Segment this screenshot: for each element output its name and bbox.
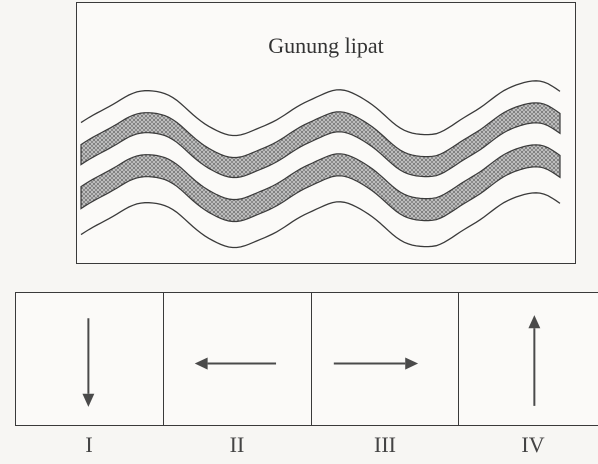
- right-arrow-icon: [333, 357, 418, 370]
- bottom-outer-boundary: [80, 192, 561, 249]
- left-arrow-icon: [194, 357, 276, 370]
- option-label-iv: IV: [521, 432, 545, 457]
- down-arrow-icon: [82, 318, 95, 407]
- fold-layers-drawing: [80, 80, 561, 249]
- option-cell-i[interactable]: [16, 293, 164, 425]
- option-label-i: I: [85, 432, 93, 457]
- upper-stippled-rock-layer: [80, 102, 561, 179]
- option-label-iii: III: [374, 432, 396, 457]
- option-labels-row: I II III IV: [15, 426, 598, 464]
- top-outer-boundary: [80, 80, 561, 137]
- diagram-title: Gunung lipat: [268, 33, 384, 58]
- arrow-options-table: [15, 292, 598, 426]
- up-arrow-icon: [528, 315, 541, 406]
- option-cell-iii[interactable]: [312, 293, 460, 425]
- lower-stippled-rock-layer: [80, 144, 561, 223]
- option-cell-iv[interactable]: [459, 293, 598, 425]
- folded-mountain-diagram: Gunung lipat: [76, 2, 576, 264]
- option-label-ii: II: [229, 432, 245, 457]
- option-cell-ii[interactable]: [164, 293, 312, 425]
